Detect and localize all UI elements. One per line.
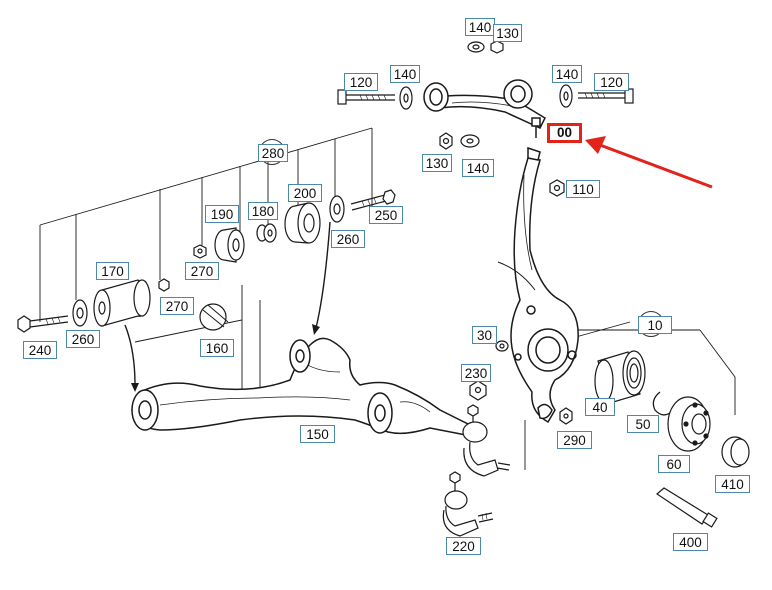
- nut-270-b: [193, 244, 207, 259]
- washer-260-b: [329, 195, 345, 223]
- arrow-bushing-left: [124, 324, 136, 386]
- label-410[interactable]: 410: [715, 475, 750, 493]
- tool-160: [199, 303, 229, 331]
- bushing-190: [214, 227, 245, 263]
- label-130[interactable]: 130: [422, 154, 452, 172]
- lower-control-arm: [131, 337, 471, 436]
- label-150[interactable]: 150: [300, 425, 335, 443]
- label-270[interactable]: 270: [160, 297, 194, 315]
- label-270[interactable]: 270: [185, 262, 219, 280]
- label-160[interactable]: 160: [200, 339, 234, 357]
- nut-270-a: [158, 278, 170, 292]
- label-30[interactable]: 30: [472, 326, 497, 344]
- label-200[interactable]: 200: [288, 184, 322, 202]
- bushing-180: [256, 223, 277, 243]
- label-220[interactable]: 220: [446, 537, 481, 555]
- label-120[interactable]: 120: [594, 73, 629, 91]
- label-130[interactable]: 130: [493, 24, 522, 42]
- label-40[interactable]: 40: [585, 398, 615, 416]
- label-140[interactable]: 140: [465, 18, 495, 36]
- label-140[interactable]: 140: [552, 65, 582, 83]
- bolt-240: [17, 315, 69, 333]
- bolt-120-right: [578, 88, 634, 104]
- wheel-bearing-40: [594, 350, 646, 404]
- label-170[interactable]: 170: [96, 262, 129, 280]
- nut-230: [469, 380, 487, 401]
- label-260[interactable]: 260: [331, 230, 365, 248]
- ball-joint-220: [442, 471, 494, 537]
- wheel-hub-60: [667, 396, 711, 452]
- label-230[interactable]: 230: [461, 364, 491, 382]
- upper-control-arm: [423, 79, 546, 138]
- label-110[interactable]: 110: [566, 180, 600, 198]
- label-60[interactable]: 60: [658, 455, 690, 473]
- washer-140-b: [559, 84, 573, 108]
- ball-joint-arm-end: [462, 404, 511, 477]
- bolt-120-left: [337, 89, 395, 105]
- grease-tube-400: [656, 487, 718, 528]
- leader-lines-280: [39, 127, 373, 395]
- label-120[interactable]: 120: [344, 73, 378, 91]
- washer-140-c: [467, 41, 485, 53]
- label-290[interactable]: 290: [557, 431, 592, 449]
- nut-130-b: [439, 132, 453, 150]
- label-400[interactable]: 400: [673, 533, 708, 551]
- label-240[interactable]: 240: [23, 341, 57, 359]
- label-180[interactable]: 180: [248, 202, 278, 220]
- washer-260-a: [72, 299, 88, 327]
- label-50[interactable]: 50: [627, 415, 659, 433]
- nut-290: [559, 407, 573, 425]
- nut-110: [549, 179, 565, 197]
- dust-cap-410: [721, 436, 750, 468]
- arrow-bushing-right: [315, 221, 331, 329]
- label-10[interactable]: 10: [638, 316, 672, 334]
- snap-ring-50: [652, 391, 671, 416]
- label-140[interactable]: 140: [462, 159, 494, 177]
- callout-arrow: [585, 136, 713, 189]
- label-260[interactable]: 260: [66, 330, 100, 348]
- leader-lines-10: [524, 321, 736, 470]
- nut-30: [495, 340, 509, 352]
- bushing-170: [93, 279, 151, 327]
- bolt-250: [350, 189, 396, 211]
- label-140[interactable]: 140: [390, 65, 420, 83]
- label-280[interactable]: 280: [258, 144, 288, 162]
- label-00-highlighted[interactable]: 00: [547, 123, 582, 143]
- washer-140-d: [460, 134, 480, 148]
- label-250[interactable]: 250: [369, 206, 403, 224]
- label-190[interactable]: 190: [205, 205, 239, 223]
- washer-140-a: [399, 86, 413, 110]
- steering-knuckle: [497, 146, 579, 424]
- bushing-200: [284, 202, 321, 244]
